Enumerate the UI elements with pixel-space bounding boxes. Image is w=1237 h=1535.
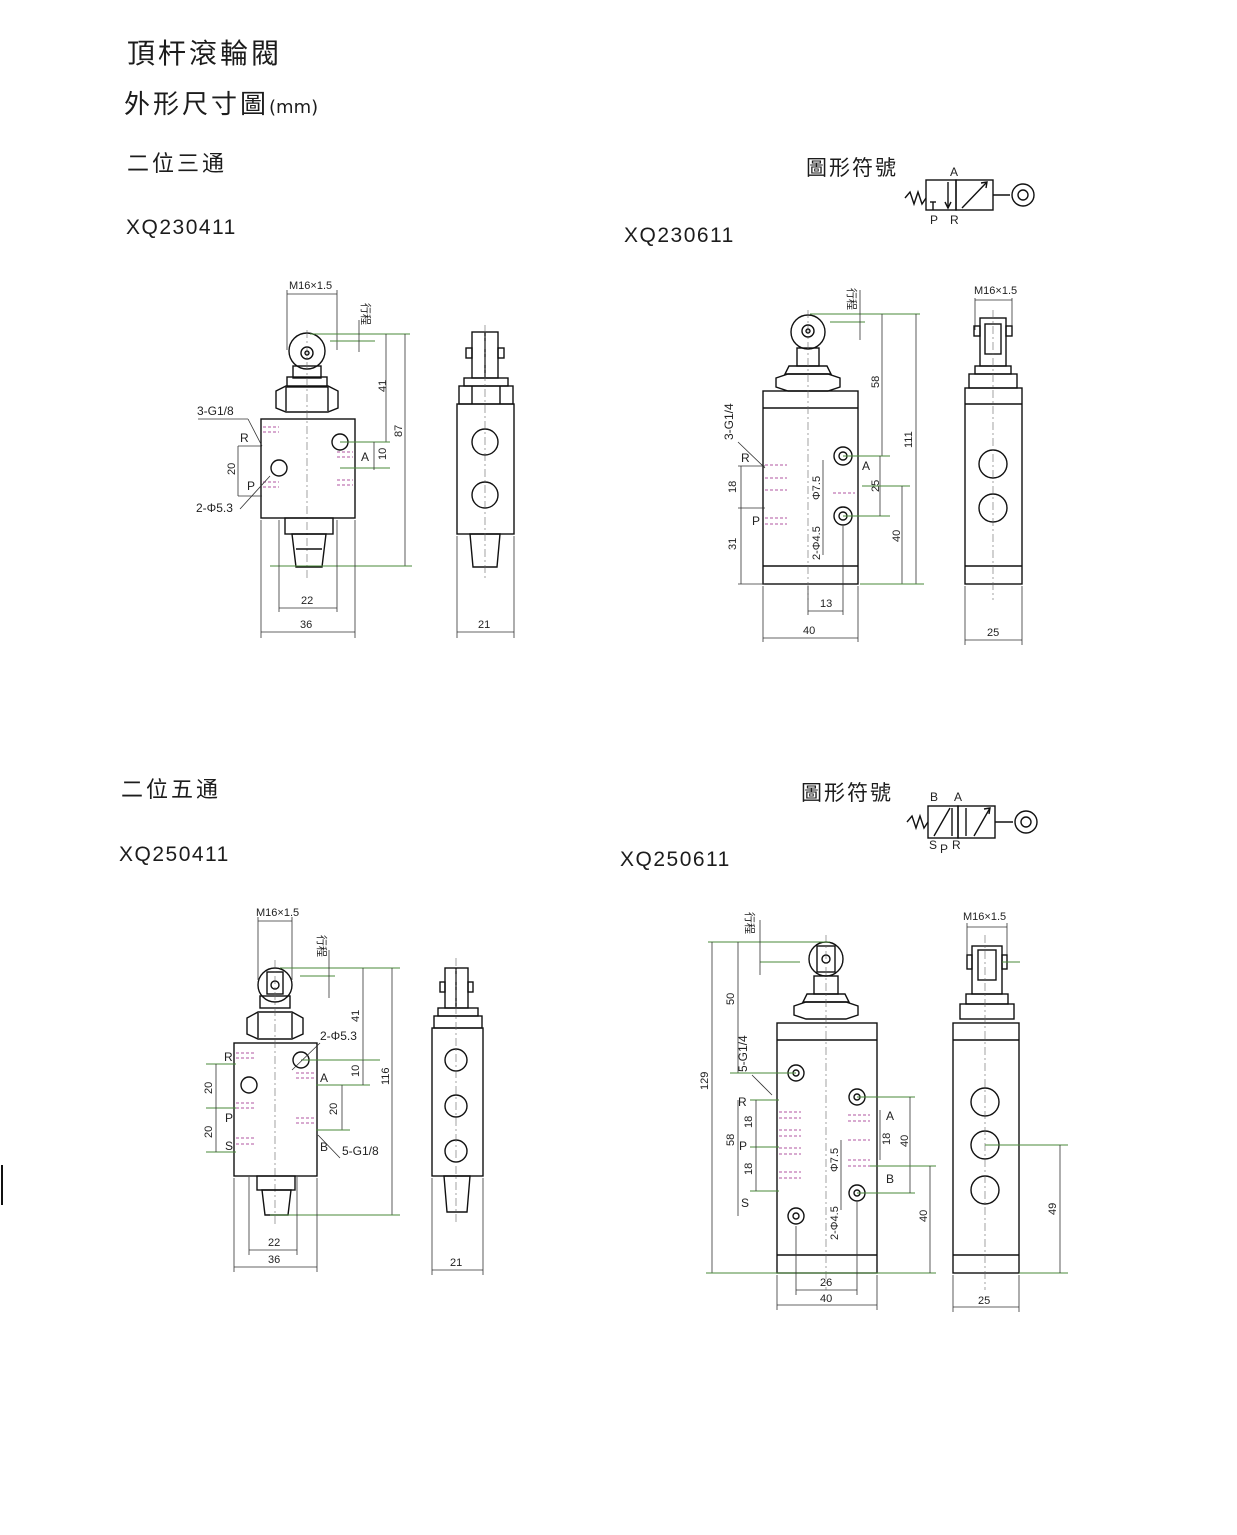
unit-label: (mm)	[269, 97, 319, 118]
d3-w21: 21	[450, 1257, 462, 1269]
sym3-p-label: P	[930, 213, 938, 227]
drawing-xq230411: M16×1.5 行程 41 87 10 3-G1/8 R P A 20 2-Φ5…	[196, 280, 515, 638]
sym5-a-label: A	[954, 790, 962, 804]
d1-a-label: A	[361, 450, 369, 464]
d3-stroke: 行程	[315, 935, 328, 957]
d4-h18a: 18	[743, 1116, 755, 1128]
d1-h41: 41	[377, 380, 389, 392]
page-title: 頂杆滾輪閥	[127, 37, 283, 70]
model-xq230611: XQ230611	[624, 224, 735, 247]
d4-h18c: 18	[881, 1133, 893, 1145]
d3-hole: 2-Φ5.3	[320, 1029, 357, 1043]
d1-port-label: 3-G1/8	[197, 404, 234, 418]
d2-w13: 13	[820, 598, 832, 610]
subtitle-text: 外形尺寸圖	[124, 90, 270, 120]
d2-w25: 25	[987, 627, 999, 639]
symbol-label-bottom: 圖形符號	[801, 781, 893, 805]
d1-h87: 87	[393, 425, 405, 437]
d1-p-label: P	[247, 479, 255, 493]
d3-w22: 22	[268, 1237, 280, 1249]
d4-w26: 26	[820, 1277, 832, 1289]
d4-h129: 129	[699, 1072, 711, 1090]
sym5-p-label: P	[940, 842, 948, 856]
section-five-way: 二位五通	[121, 778, 222, 803]
d2-h31: 31	[727, 538, 739, 550]
section-three-way: 二位三通	[127, 152, 228, 177]
d2-w40: 40	[803, 625, 815, 637]
d3-thread: M16×1.5	[256, 907, 299, 919]
pneumatic-symbol-3way: A P R	[904, 165, 1035, 227]
d4-thread: M16×1.5	[963, 911, 1006, 923]
d2-dia: Φ7.5	[811, 476, 823, 500]
page-subtitle: 外形尺寸圖(mm)	[124, 84, 318, 121]
model-xq250611: XQ250611	[620, 848, 731, 871]
d4-h58: 58	[725, 1134, 737, 1146]
d4-h40a: 40	[899, 1135, 911, 1147]
sym5-r-label: R	[952, 838, 961, 852]
d2-hole: 2-Φ4.5	[811, 526, 823, 560]
d2-h18: 18	[727, 481, 739, 493]
sym5-s-label: S	[929, 838, 937, 852]
d4-p-label: P	[739, 1139, 747, 1153]
d1-h10: 10	[377, 448, 389, 460]
d2-h111: 111	[903, 431, 915, 448]
d4-h50: 50	[725, 993, 737, 1005]
d4-w40: 40	[820, 1293, 832, 1305]
d4-port: 5-G1/4	[736, 1035, 750, 1072]
drawing-xq230611: Φ7.5 2-Φ4.5 行程 58 111 25 40 3-G1/4 R P A…	[722, 285, 1023, 645]
d4-dia: Φ7.5	[829, 1148, 841, 1172]
d1-hole-label: 2-Φ5.3	[196, 501, 233, 515]
d3-p-label: P	[225, 1111, 233, 1125]
d1-w36: 36	[300, 619, 312, 631]
d1-w22: 22	[301, 595, 313, 607]
d4-h40b: 40	[918, 1210, 930, 1222]
sym3-a-label: A	[950, 165, 958, 179]
d2-a-label: A	[862, 459, 870, 473]
drawing-xq250611: Φ7.5 2-Φ4.5 行程 50 129 5-G1/4 R P S A B 1…	[699, 911, 1068, 1312]
d3-h20a: 20	[203, 1082, 215, 1094]
symbol-label-top: 圖形符號	[806, 156, 898, 180]
d2-r-label: R	[741, 451, 750, 465]
d1-h20: 20	[226, 463, 238, 475]
d3-h41: 41	[350, 1010, 362, 1022]
d2-p-label: P	[752, 514, 760, 528]
d3-h20c: 20	[328, 1103, 340, 1115]
d4-a-label: A	[886, 1109, 894, 1123]
d1-w21: 21	[478, 619, 490, 631]
d3-a-label: A	[320, 1071, 328, 1085]
d3-b-label: B	[320, 1140, 328, 1154]
d1-stroke: 行程	[359, 303, 372, 325]
d2-stroke: 行程	[845, 288, 858, 310]
d4-b-label: B	[886, 1172, 894, 1186]
sym3-r-label: R	[950, 213, 959, 227]
d4-h18b: 18	[743, 1163, 755, 1175]
d4-r-label: R	[738, 1095, 747, 1109]
d2-port: 3-G1/4	[722, 403, 736, 440]
d1-r-label: R	[240, 431, 249, 445]
d3-r-label: R	[224, 1050, 233, 1064]
sym5-b-label: B	[930, 790, 938, 804]
d4-s-label: S	[741, 1196, 749, 1210]
d3-port: 5-G1/8	[342, 1144, 379, 1158]
d2-thread: M16×1.5	[974, 285, 1017, 297]
model-xq230411: XQ230411	[126, 216, 237, 239]
d3-h116: 116	[380, 1067, 392, 1085]
d4-h49: 49	[1047, 1203, 1059, 1215]
model-xq250411: XQ250411	[119, 843, 230, 866]
d4-w25: 25	[978, 1295, 990, 1307]
d3-w36: 36	[268, 1254, 280, 1266]
d4-hole: 2-Φ4.5	[829, 1206, 841, 1240]
d3-h20b: 20	[203, 1126, 215, 1138]
d2-h58: 58	[870, 376, 882, 388]
d4-stroke: 行程	[743, 912, 756, 934]
d3-s-label: S	[225, 1139, 233, 1153]
d3-h10: 10	[350, 1065, 362, 1077]
d1-thread: M16×1.5	[289, 280, 332, 292]
d2-h40: 40	[891, 530, 903, 542]
drawing-xq250411: M16×1.5 行程 41 116 10 20 2-Φ5.3 R P S A B…	[203, 907, 484, 1275]
pneumatic-symbol-5way: B A S P R	[906, 790, 1038, 856]
